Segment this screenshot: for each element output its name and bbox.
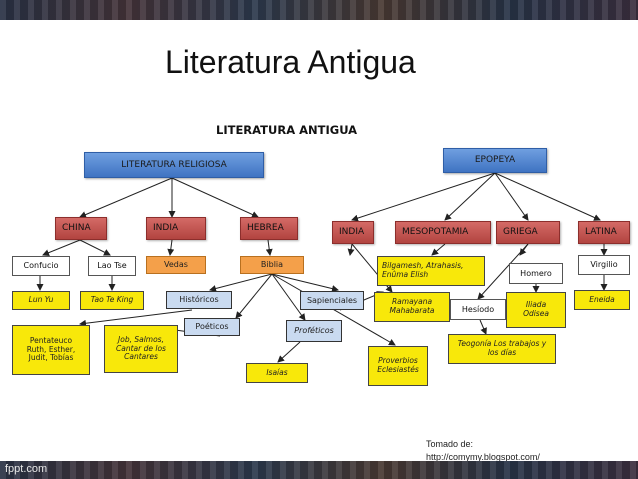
node-virgilio: Virgilio <box>578 255 630 275</box>
node-griega: GRIEGA <box>496 221 560 244</box>
node-historicos: Históricos <box>166 291 232 309</box>
node-hebrea: HEBREA <box>240 217 298 240</box>
node-sapienciales: Sapienciales <box>300 291 364 310</box>
credit-label: Tomado de: <box>426 439 474 449</box>
node-vedas: Vedas <box>146 256 206 274</box>
node-isaias: Isaías <box>246 363 308 383</box>
node-pentateuco: Pentateuco Ruth, Esther, Judit, Tobías <box>12 325 90 375</box>
node-latina: LATINA <box>578 221 630 244</box>
node-mesopotamia: MESOPOTAMIA <box>395 221 491 244</box>
node-india-epopeya: INDIA <box>332 221 374 244</box>
node-job-salmos: Job, Salmos, Cantar de los Cantares <box>104 325 178 373</box>
node-eneida: Eneida <box>574 290 630 310</box>
node-profeticos: Proféticos <box>286 320 342 342</box>
node-teogonia: Teogonía Los trabajos y los días <box>448 334 556 364</box>
node-lun-yu: Lun Yu <box>12 291 70 310</box>
node-india-religiosa: INDIA <box>146 217 206 240</box>
node-china: CHINA <box>55 217 107 240</box>
node-poeticos: Poéticos <box>184 318 240 336</box>
diagram-title: LITERATURA ANTIGUA <box>216 123 358 138</box>
node-ramayana: Ramayana Mahabarata <box>374 292 450 322</box>
node-biblia: Biblia <box>240 256 304 274</box>
top-decorative-band <box>0 0 638 20</box>
bottom-decorative-band <box>0 461 638 479</box>
credit-url: http://comymy.blogspot.com/ <box>426 452 540 462</box>
brand-watermark: fppt.com <box>5 463 48 475</box>
node-bilgamesh: Bilgamesh, Atrahasis, Enûma Elish <box>377 256 485 286</box>
source-credit: Tomado de: http://comymy.blogspot.com/ <box>426 438 540 464</box>
node-proverbios: Proverbios Eclesiastés <box>368 346 428 386</box>
node-hesiodo: Hesíodo <box>450 299 506 320</box>
node-tao-te-king: Tao Te King <box>80 291 144 310</box>
node-literatura-religiosa: LITERATURA RELIGIOSA <box>84 152 264 178</box>
slide-title: Literatura Antigua <box>165 44 416 80</box>
node-confucio: Confucio <box>12 256 70 276</box>
node-lao-tse: Lao Tse <box>88 256 136 276</box>
node-homero: Homero <box>509 263 563 284</box>
node-epopeya: EPOPEYA <box>443 148 547 173</box>
node-iliada-odisea: Iliada Odisea <box>506 292 566 328</box>
